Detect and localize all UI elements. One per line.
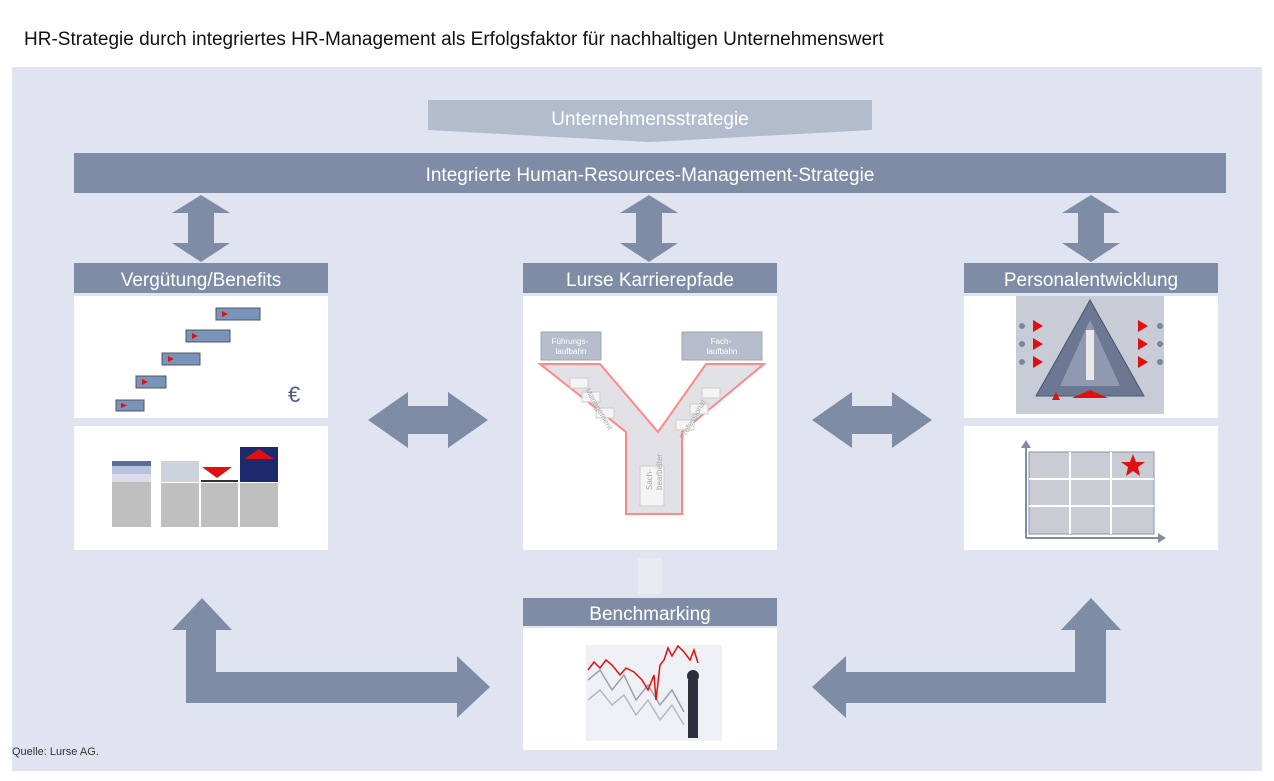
clerk-line-2: bearbeiter xyxy=(655,454,664,490)
corporate-strategy-label: Unternehmensstrategie xyxy=(551,109,749,130)
vertical-arrows xyxy=(172,195,1120,262)
header-compensation xyxy=(74,263,328,293)
faint-connector-arrow xyxy=(638,558,662,594)
header-career-paths-label: Lurse Karrierepfade xyxy=(566,270,734,291)
management-track-line-1: Führungs- xyxy=(552,337,589,346)
management-track-line-2: laufbahn xyxy=(556,347,587,356)
clerk-label: Sach- bearbeiter xyxy=(645,454,664,490)
header-development xyxy=(964,263,1218,293)
diagram-title: HR-Strategie durch integriertes HR-Manag… xyxy=(24,29,884,50)
specialist-track-line-1: Fach- xyxy=(711,337,732,346)
development-arrows xyxy=(1019,320,1163,400)
specialist-track-label: Fach- laufbahn xyxy=(707,337,738,356)
hr-strategy-bar xyxy=(74,153,1226,193)
l-arrow-right xyxy=(812,598,1121,718)
corporate-strategy-arrow xyxy=(428,100,872,142)
hr-strategy-label: Integrierte Human-Resources-Management-S… xyxy=(426,165,875,186)
management-track-label: Führungs- laufbahn xyxy=(552,337,591,356)
header-benchmarking-label: Benchmarking xyxy=(589,604,710,625)
double-arrow-center-right xyxy=(812,392,932,448)
header-career-paths xyxy=(523,263,777,293)
star-icon xyxy=(1121,454,1145,476)
header-benchmarking xyxy=(523,598,777,626)
specialist-track-line-2: laufbahn xyxy=(707,347,738,356)
salary-step-boxes xyxy=(115,307,261,412)
development-matrix xyxy=(1021,440,1166,543)
double-arrow-center xyxy=(620,195,678,262)
pyramid-figure xyxy=(1086,330,1094,380)
header-compensation-label: Vergütung/Benefits xyxy=(121,270,282,291)
title-bar: HR-Strategie durch integriertes HR-Manag… xyxy=(12,12,1262,67)
benchmarking-photo xyxy=(586,645,722,741)
source-note: Quelle: Lurse AG. xyxy=(12,746,99,758)
header-development-label: Personalentwicklung xyxy=(1004,270,1178,291)
l-arrow-left xyxy=(172,598,490,718)
career-v-diagram xyxy=(537,331,767,515)
euro-icon: € xyxy=(288,382,300,407)
clerk-line-1: Sach- xyxy=(645,469,654,490)
double-arrow-right xyxy=(1062,195,1120,262)
compensation-staircase-panel xyxy=(74,296,328,418)
double-arrow-left xyxy=(172,195,230,262)
benchmark-lines xyxy=(587,644,699,726)
compensation-comparison-bars xyxy=(112,447,278,527)
person-silhouette xyxy=(688,680,698,738)
double-arrow-left-center xyxy=(368,392,488,448)
